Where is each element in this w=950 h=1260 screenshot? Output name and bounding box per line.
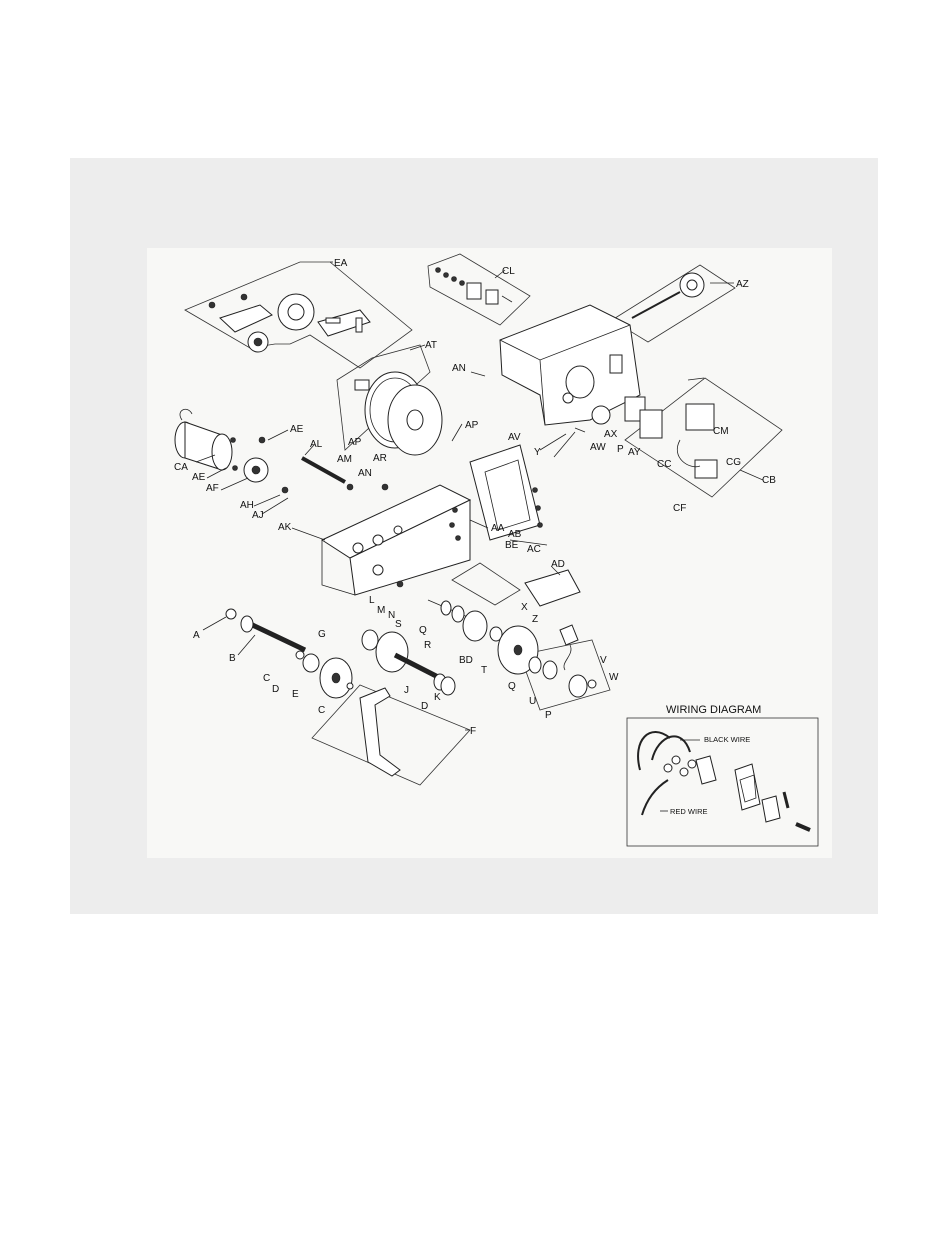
callout-m: M <box>377 605 385 616</box>
wiring-diagram-title: WIRING DIAGRAM <box>666 704 761 716</box>
callout-cb: CB <box>762 475 776 486</box>
callout-c-top: C <box>263 673 270 684</box>
callout-j: J <box>404 685 409 696</box>
drum-gear-ar <box>355 372 442 455</box>
callout-cg: CG <box>726 457 741 468</box>
callout-an-mid: AN <box>358 468 372 479</box>
callout-ax: AX <box>604 429 618 440</box>
bracket-assembly-ea <box>209 294 370 352</box>
callout-ap-left: AP <box>348 437 362 448</box>
callout-d-left: D <box>272 684 279 695</box>
callout-aj: AJ <box>252 510 264 521</box>
callout-ab: AB <box>508 529 522 540</box>
callout-ae-left: AE <box>192 472 206 483</box>
switch-cluster-cl <box>436 268 513 305</box>
callout-al: AL <box>310 439 323 450</box>
callout-cf: CF <box>673 503 686 514</box>
callout-at: AT <box>425 340 437 351</box>
solenoid-parts <box>575 397 717 478</box>
callout-f: F <box>470 726 476 737</box>
callout-ay: AY <box>628 447 641 458</box>
callout-k: K <box>434 692 441 703</box>
callout-q-top: Q <box>419 625 427 636</box>
callout-ap-right: AP <box>465 420 479 431</box>
callout-cm: CM <box>713 426 729 437</box>
callout-cc: CC <box>657 459 671 470</box>
callout-p-bot: P <box>545 710 552 721</box>
callout-be: BE <box>505 540 519 551</box>
callout-b: B <box>229 653 236 664</box>
callout-am: AM <box>337 454 352 465</box>
callout-e: E <box>292 689 299 700</box>
callout-aa: AA <box>491 523 505 534</box>
callout-ak: AK <box>278 522 292 533</box>
callout-v: V <box>600 655 607 666</box>
handle-f <box>360 688 400 776</box>
cable-hook-az <box>632 273 704 318</box>
callout-an-top: AN <box>452 363 466 374</box>
callout-ar: AR <box>373 453 387 464</box>
group-box-x <box>452 563 520 605</box>
callout-ae-top: AE <box>290 424 304 435</box>
callout-c-bot: C <box>318 705 325 716</box>
callout-s: S <box>395 619 402 630</box>
callout-a: A <box>193 630 200 641</box>
callout-u: U <box>529 696 536 707</box>
frame-ak <box>322 485 470 595</box>
callout-w: W <box>609 672 619 683</box>
winch-housing-cover <box>500 305 640 425</box>
plate-ad <box>525 570 580 606</box>
callout-ad: AD <box>551 559 565 570</box>
callout-bd: BD <box>459 655 473 666</box>
callout-l: L <box>369 595 375 606</box>
callout-az: AZ <box>736 279 749 290</box>
callout-labels: EA CL AZ AT AN AE AL AP AP AM AR AN AV Y… <box>174 258 776 737</box>
wiring-diagram-inset: WIRING DIAGRAM BLACK WIRE RED WIRE <box>638 704 810 830</box>
callout-af: AF <box>206 483 219 494</box>
red-wire-label: RED WIRE <box>670 807 708 816</box>
callout-ca: CA <box>174 462 188 473</box>
callout-ac: AC <box>527 544 541 555</box>
callout-g: G <box>318 629 326 640</box>
callout-p-top: P <box>617 444 624 455</box>
callout-cl: CL <box>502 266 515 277</box>
callout-y: Y <box>534 447 541 458</box>
callout-ea: EA <box>334 258 348 269</box>
callout-av: AV <box>508 432 521 443</box>
callout-aw: AW <box>590 442 606 453</box>
callout-z: Z <box>532 614 538 625</box>
callout-r: R <box>424 640 431 651</box>
callout-q-bot: Q <box>508 681 516 692</box>
callout-d-right: D <box>421 701 428 712</box>
callout-t: T <box>481 665 487 676</box>
callout-x: X <box>521 602 528 613</box>
black-wire-label: BLACK WIRE <box>704 735 750 744</box>
